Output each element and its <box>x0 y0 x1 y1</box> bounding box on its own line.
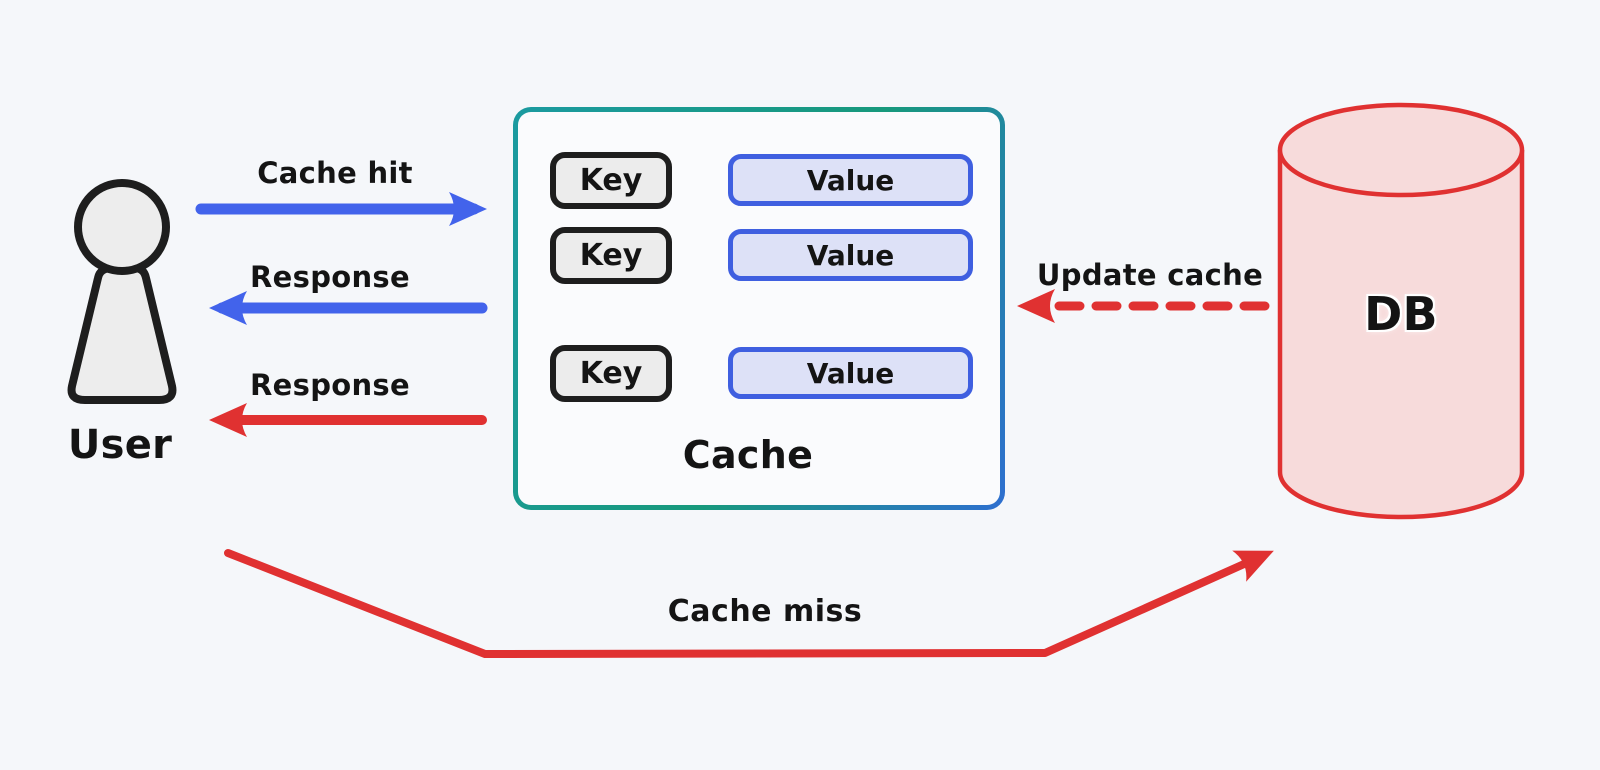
cache-label: Cache <box>682 433 814 477</box>
cache-value-box: Value <box>728 154 973 206</box>
user-label: User <box>67 422 173 468</box>
user-icon <box>67 179 177 404</box>
cache-hit-label: Cache hit <box>257 156 413 190</box>
cache-miss-arrow <box>224 549 1274 658</box>
update-cache-label: Update cache <box>1036 258 1264 292</box>
response-miss-label: Response <box>250 368 410 402</box>
cache-value-box: Value <box>728 347 973 399</box>
response-hit-label: Response <box>250 260 410 294</box>
db-label: DB <box>1364 287 1438 341</box>
cache-miss-label: Cache miss <box>667 594 863 629</box>
cache-value-box: Value <box>728 229 973 281</box>
cache-key-box: Key <box>550 227 672 284</box>
cache-key-box: Key <box>550 152 672 209</box>
cache-key-box: Key <box>550 345 672 402</box>
database-icon <box>1277 102 1525 520</box>
